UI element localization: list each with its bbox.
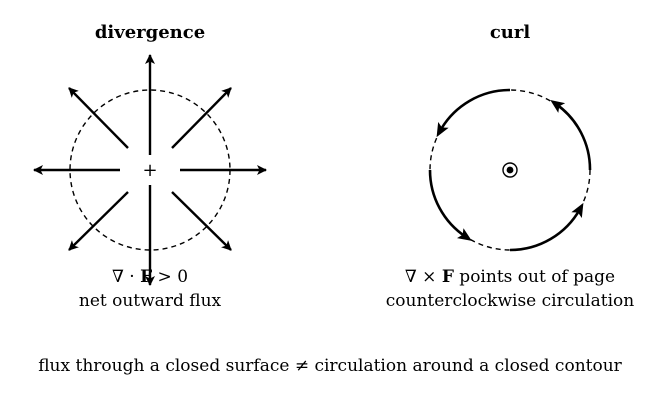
divergence-panel: divergence + ∇ · F > 0 net outward flux [33, 22, 267, 311]
arrow-down-right [171, 191, 232, 251]
arc-top [436, 88, 511, 138]
arrow-down-left [68, 191, 129, 251]
curl-circulation-arcs [428, 88, 592, 252]
curl-title: curl [490, 22, 531, 43]
curl-panel: curl ∇ × F points out of page counterclo… [386, 22, 634, 311]
divergence-arrows [33, 54, 267, 286]
out-of-page-icon [502, 162, 518, 178]
arrow-up-right [171, 87, 232, 149]
arrow-up-left [68, 87, 129, 149]
curl-equation: ∇ × F points out of page [405, 267, 615, 287]
curl-description: counterclockwise circulation [386, 291, 634, 311]
divergence-description: net outward flux [79, 291, 222, 311]
divergence-title: divergence [95, 22, 205, 43]
arc-right [550, 99, 592, 171]
divergence-equation: ∇ · F > 0 [112, 267, 188, 287]
arc-left [428, 169, 472, 241]
arc-bottom [509, 202, 584, 252]
source-plus-icon: + [142, 160, 157, 181]
bottom-caption: flux through a closed surface ≠ circulat… [38, 356, 622, 376]
